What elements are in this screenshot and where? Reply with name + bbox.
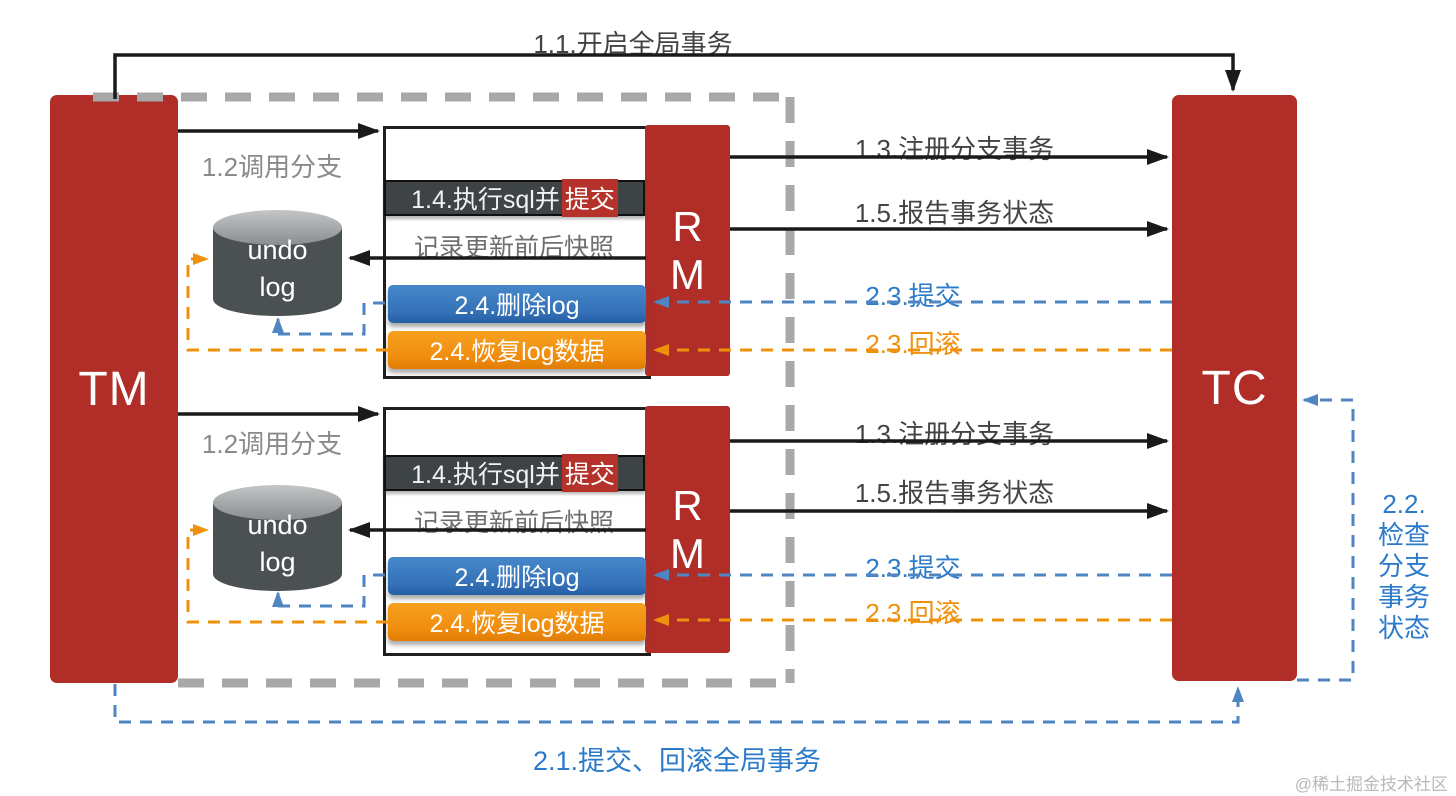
snapshot-label-2: 记录更新前后快照	[413, 509, 614, 537]
watermark: @稀土掘金技术社区	[1294, 775, 1448, 794]
commit-label-2: 2.3.提交	[865, 553, 961, 583]
report-status-label-1: 1.5.报告事务状态	[854, 198, 1055, 228]
rm-box-1: R M	[645, 125, 730, 376]
rm-letter-m: M	[670, 529, 705, 577]
tc-box: TC	[1172, 95, 1297, 681]
undo-log-label-1: undo log	[213, 232, 342, 306]
global-commit-rollback-label: 2.1.提交、回滚全局事务	[532, 746, 822, 776]
restore-log-bar-1: 2.4.恢复log数据	[388, 331, 646, 369]
check-branch-line: 状态	[1377, 613, 1430, 643]
undo-log-label-2: undo log	[213, 507, 342, 581]
exec-sql-highlight: 提交	[561, 179, 618, 217]
open-global-tx-line	[113, 53, 1241, 99]
check-branch-status-loop	[1297, 394, 1355, 682]
rm-letter-r: R	[672, 481, 703, 529]
rm-label-2: R M	[670, 482, 705, 578]
exec-sql-bar-2: 1.4.执行sql并 提交	[384, 454, 645, 492]
check-branch-status-label: 2.2. 检查 分支 事务 状态	[1377, 489, 1431, 644]
report-status-label-2: 1.5.报告事务状态	[854, 478, 1055, 508]
open-global-tx-label: 1.1.开启全局事务	[533, 29, 733, 59]
check-branch-line: 事务	[1377, 582, 1430, 612]
commit-label-1: 2.3.提交	[865, 281, 961, 311]
restore-log-bar-2: 2.4.恢复log数据	[388, 603, 646, 641]
register-branch-label-1: 1.3.注册分支事务	[854, 134, 1055, 164]
delete-log-bar-1: 2.4.删除log	[388, 285, 646, 323]
tm-label: TM	[78, 362, 150, 416]
check-branch-line: 检查	[1377, 520, 1430, 550]
rm-label-1: R M	[670, 203, 705, 299]
call-branch-label-1: 1.2调用分支	[201, 152, 343, 182]
rollback-label-1: 2.3.回滚	[865, 329, 961, 359]
tm-box: TM	[50, 95, 178, 683]
log-word: log	[259, 272, 296, 302]
log-word: log	[259, 547, 296, 577]
undo-log-cylinder-top-2	[213, 485, 342, 520]
rm-box-2: R M	[645, 406, 730, 653]
check-branch-line: 分支	[1377, 551, 1430, 581]
exec-sql-highlight: 提交	[561, 454, 618, 492]
exec-sql-bar-1: 1.4.执行sql并 提交	[384, 179, 645, 217]
register-branch-label-2: 1.3.注册分支事务	[854, 419, 1055, 449]
delete-log-bar-2: 2.4.删除log	[388, 557, 646, 595]
snapshot-label-1: 记录更新前后快照	[413, 234, 614, 262]
exec-sql-text: 1.4.执行sql并	[411, 461, 560, 489]
undo-log-cylinder-top-1	[213, 210, 342, 245]
rm-letter-m: M	[670, 250, 705, 298]
global-commit-rollback-line	[113, 684, 1244, 724]
undo-word: undo	[247, 510, 308, 540]
exec-sql-text: 1.4.执行sql并	[411, 186, 560, 214]
call-branch-label-2: 1.2调用分支	[201, 429, 343, 459]
check-branch-line: 2.2.	[1382, 489, 1426, 519]
undo-word: undo	[247, 235, 308, 265]
tc-label: TC	[1201, 361, 1268, 415]
rm-letter-r: R	[672, 202, 703, 250]
rollback-label-2: 2.3.回滚	[865, 598, 961, 628]
